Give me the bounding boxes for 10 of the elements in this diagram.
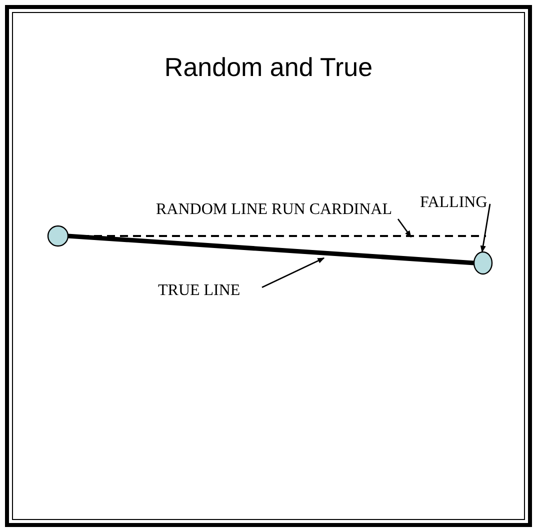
- survey-line: [68, 234, 474, 266]
- title: Random and True: [163, 52, 374, 83]
- callout-label: TRUE LINE: [158, 282, 240, 299]
- leader-line: [397, 218, 412, 238]
- leader-line: [262, 257, 325, 288]
- circle-marker: [47, 225, 69, 247]
- leader-line: [480, 204, 491, 253]
- circle-marker: [473, 251, 493, 275]
- callout-label: FALLING: [420, 194, 488, 211]
- callout-label: RANDOM LINE RUN CARDINAL: [156, 201, 392, 218]
